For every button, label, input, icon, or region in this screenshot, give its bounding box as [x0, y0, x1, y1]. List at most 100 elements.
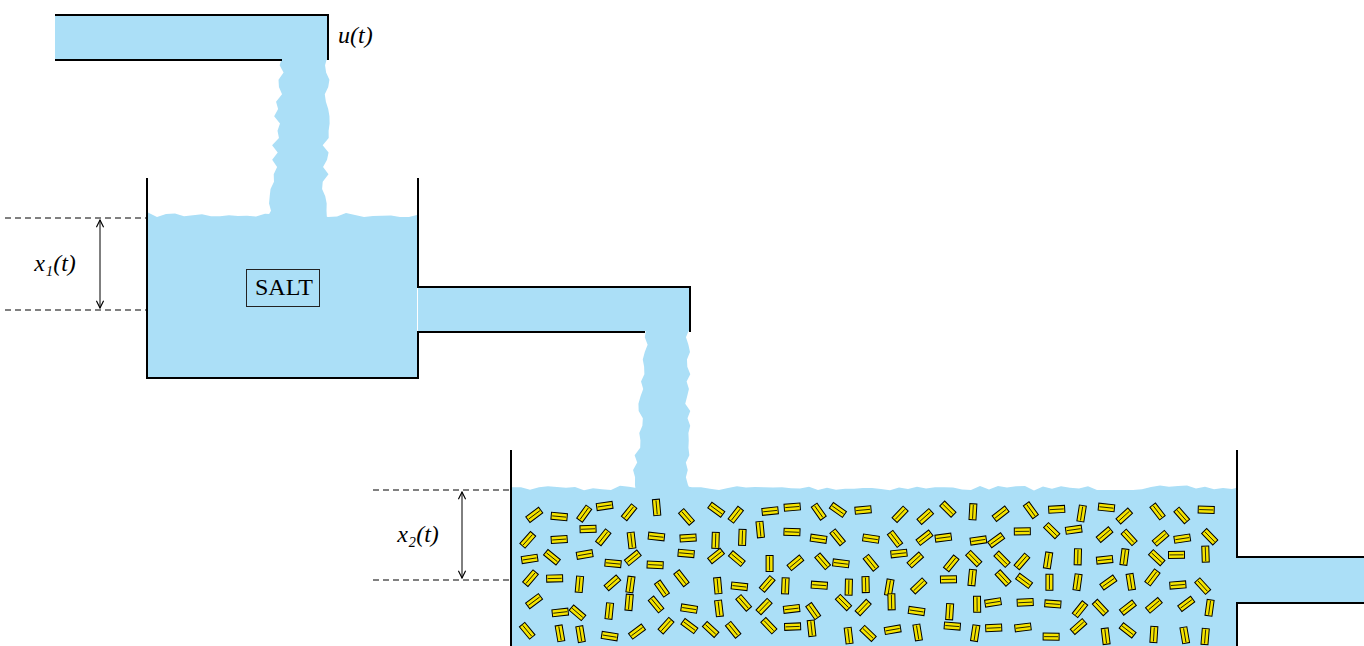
salt-crystal	[621, 504, 636, 521]
salt-crystal	[708, 502, 725, 517]
salt-crystal	[1073, 574, 1082, 591]
salt-crystal	[761, 617, 777, 633]
salt-crystal	[784, 528, 800, 536]
salt-crystal	[1202, 529, 1218, 545]
salt-crystal	[1096, 527, 1113, 543]
salt-crystal	[910, 578, 926, 594]
salt-crystal	[806, 602, 821, 619]
salt-crystal	[1201, 628, 1209, 645]
salt-crystal	[1023, 502, 1038, 519]
salt-crystal	[1098, 503, 1115, 512]
salt-crystal	[971, 625, 980, 642]
water	[55, 15, 1364, 646]
salt-crystal	[1195, 578, 1211, 595]
salt-crystal	[860, 625, 876, 641]
salt-crystal	[855, 506, 872, 514]
salt-crystal	[1119, 623, 1136, 638]
salt-crystal	[994, 551, 1010, 567]
salt-crystal	[544, 549, 561, 565]
salt-crystal	[891, 549, 908, 558]
salt-crystal	[625, 594, 633, 611]
salt-crystal	[575, 576, 583, 593]
water-body	[55, 15, 328, 60]
salt-crystal	[1046, 574, 1053, 590]
salt-crystal	[678, 549, 695, 557]
salt-crystal	[907, 552, 924, 568]
salt-crystal	[526, 507, 543, 522]
salt-crystal	[736, 595, 752, 612]
salt-crystal	[935, 533, 952, 542]
salt-crystal	[520, 531, 536, 548]
salt-crystal	[604, 575, 621, 591]
salt-crystal	[674, 570, 689, 587]
salt-crystal	[1043, 552, 1052, 569]
salt-crystal	[714, 577, 722, 594]
salt-crystal	[863, 554, 879, 571]
salt-crystal	[596, 529, 611, 546]
salt-crystal	[526, 594, 543, 609]
salt-crystal	[815, 553, 831, 570]
salt-crystal	[810, 534, 827, 543]
salt-crystal	[787, 555, 804, 571]
salt-crystal	[1101, 628, 1110, 645]
salt-crystal	[605, 603, 614, 620]
salt-crystal	[1100, 575, 1117, 590]
salt-crystal	[551, 512, 568, 520]
water-body	[148, 213, 417, 378]
salt-crystal	[888, 594, 895, 610]
salt-crystal	[1120, 549, 1129, 566]
salt-crystal	[811, 503, 826, 520]
salt-crystal	[887, 530, 902, 547]
salt-crystal	[681, 604, 698, 613]
salt-crystal	[807, 620, 816, 637]
salt-crystal	[1174, 534, 1191, 543]
salt-crystal	[1146, 597, 1163, 613]
salt-crystal	[1119, 600, 1136, 615]
salt-crystal	[712, 532, 719, 548]
salt-crystal	[596, 501, 613, 510]
salt-crystal	[681, 618, 698, 633]
salt-crystal	[523, 570, 539, 587]
salt-crystal	[783, 605, 800, 614]
salt-crystal	[555, 625, 565, 642]
salt-crystal	[992, 506, 1009, 521]
salt-crystal	[547, 575, 563, 582]
salt-crystal	[601, 631, 618, 640]
salt-crystal	[1043, 633, 1059, 640]
salt-crystal	[884, 625, 901, 635]
salt-crystal	[913, 624, 923, 641]
salt-crystal	[647, 561, 663, 569]
salt-crystal	[1116, 508, 1133, 524]
salt-crystal	[1092, 599, 1108, 615]
salt-crystal	[648, 532, 665, 541]
salt-crystal	[988, 533, 1005, 548]
salt-crystal	[762, 507, 779, 516]
salt-crystal	[605, 559, 622, 567]
salt-crystal	[855, 599, 871, 615]
salt-crystal	[708, 548, 725, 563]
salt-crystal	[1121, 529, 1137, 546]
salt-crystal	[1045, 600, 1061, 608]
salt-crystal	[986, 624, 1002, 632]
salt-crystal	[782, 578, 790, 594]
salt-crystal	[552, 608, 569, 617]
salt-crystal	[759, 576, 775, 593]
salt-crystal	[1205, 599, 1214, 616]
salt-crystal	[844, 627, 853, 644]
salt-crystal	[830, 529, 846, 546]
salt-crystal	[1145, 569, 1160, 586]
salt-crystal	[652, 499, 660, 516]
salt-crystal	[626, 576, 635, 593]
variable-label: x₁(t)	[34, 250, 76, 278]
salt-crystal	[624, 550, 641, 566]
salt-crystal	[551, 535, 567, 543]
salt-crystal	[917, 509, 934, 525]
salt-crystal	[715, 600, 724, 617]
water-body	[267, 58, 330, 218]
salt-crystal	[519, 622, 535, 639]
water-body	[633, 330, 691, 492]
salt-crystal	[725, 621, 741, 638]
salt-crystal	[966, 550, 982, 566]
salt-crystal	[892, 506, 908, 522]
